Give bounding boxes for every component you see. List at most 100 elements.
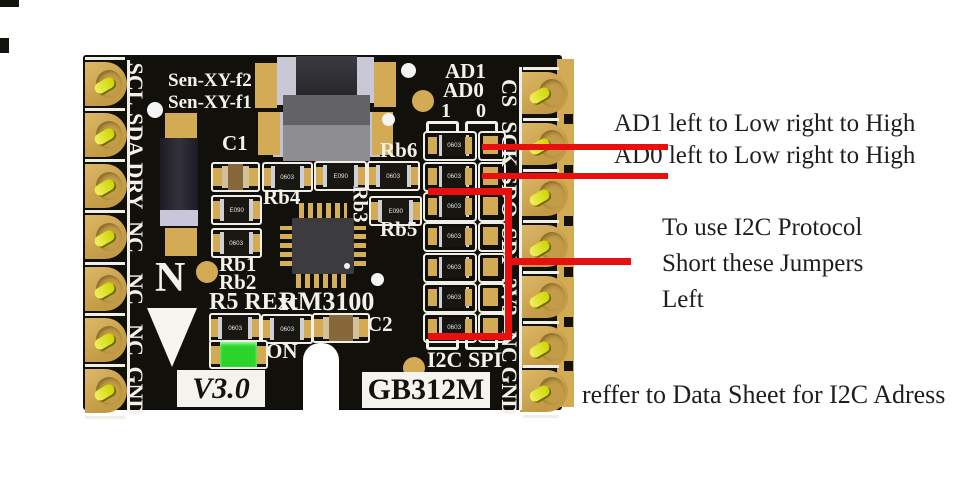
castellation-notch <box>564 361 573 371</box>
pin-left-scl-0 <box>85 62 127 106</box>
jumper-pad <box>483 227 498 245</box>
res-end <box>218 316 222 340</box>
jumper-pad <box>483 197 498 215</box>
resistor-0603: 0603 <box>209 313 261 343</box>
pin-right-cs-0 <box>520 72 568 114</box>
jumper-row-left-group: 0603 <box>423 313 477 343</box>
cap-end <box>243 165 249 189</box>
res-end <box>300 317 304 341</box>
solder-pad <box>253 200 260 220</box>
pin-separator <box>85 416 125 419</box>
i2c-bracket-top <box>428 188 512 195</box>
marking: 0603 <box>386 172 401 180</box>
solder-pad <box>359 318 368 338</box>
marking: E090 <box>388 207 403 215</box>
via-dot <box>371 273 384 286</box>
via-dot <box>147 102 163 118</box>
silk-c2: C2 <box>367 312 393 336</box>
via-dot <box>401 63 416 78</box>
res-end <box>376 164 380 188</box>
cap-pad <box>255 63 277 108</box>
cap-pad <box>374 62 396 107</box>
silk-sen-xy-f2: Sen-XY-f2 <box>168 70 252 91</box>
cap-end <box>353 316 359 340</box>
capacitor <box>211 162 260 192</box>
marking: 0603 <box>447 203 461 210</box>
solder-pad <box>411 166 418 186</box>
silk-north: N <box>155 255 186 301</box>
note-datasheet: reffer to Data Sheet for I2C Adress <box>582 380 946 409</box>
silk-ad0: AD0 <box>443 78 484 102</box>
led-die <box>220 342 257 367</box>
sensor-body <box>283 95 370 161</box>
res-end <box>409 199 413 223</box>
jumper-bracket <box>426 121 459 132</box>
jumper-row-left-group: 0603 <box>423 253 477 283</box>
silk-line-vertical <box>127 60 130 410</box>
silk-rb6: Rb6 <box>380 138 418 162</box>
jumper-pad <box>465 198 472 215</box>
pin-separator <box>523 321 559 324</box>
resistor-0603: 0603 <box>261 314 313 344</box>
component-body: E090 <box>224 197 249 223</box>
silk-rb3: Rb3 <box>348 185 373 223</box>
edge-artifact <box>0 38 9 53</box>
coil-body <box>160 138 198 212</box>
solder-pad <box>257 345 266 364</box>
resistor-0603: E090 <box>314 161 367 191</box>
jumper-pad <box>428 168 437 185</box>
component-body: 0603 <box>224 230 249 256</box>
jumper-pad <box>465 228 472 245</box>
ic-pins-right <box>352 226 366 266</box>
capacitor <box>312 313 370 343</box>
solder-pad <box>304 167 311 187</box>
jumper-pad <box>465 137 472 154</box>
pin-separator <box>85 313 125 316</box>
resistor-0603: 0603 <box>211 228 262 258</box>
silk-rm3100: RM3100 <box>279 287 375 316</box>
marking: 0603 <box>447 264 461 271</box>
cap-end <box>222 165 228 189</box>
solder-pad <box>252 318 259 338</box>
castellation-notch <box>564 267 573 277</box>
pin-separator <box>523 271 559 274</box>
marking: 0603 <box>228 324 242 332</box>
board-notch <box>303 343 339 410</box>
model-text: GB312M <box>367 373 485 406</box>
marking: 0603 <box>447 233 461 240</box>
power-led <box>209 340 268 369</box>
pin-left-nc-3 <box>85 215 127 259</box>
pointer-line-ad1 <box>482 144 668 150</box>
note-i2c-line3: Left <box>662 286 704 313</box>
component-body: 0603 <box>275 164 300 190</box>
jumper-pad <box>428 198 437 215</box>
silk-on: ON <box>266 339 298 363</box>
res-end <box>378 199 382 223</box>
res-end <box>249 198 253 222</box>
marking: 0603 <box>280 173 295 181</box>
resistor-0603: 0603 <box>367 161 420 191</box>
solder-pad <box>369 166 376 186</box>
cap-terminal <box>357 57 374 103</box>
solder-pad <box>316 166 323 186</box>
pin-separator <box>523 169 559 172</box>
pin-separator <box>85 364 125 367</box>
pin-right-sdo-2 <box>520 174 568 216</box>
ic-pins-left <box>280 226 294 266</box>
res-end <box>248 316 252 340</box>
res-end <box>220 231 224 255</box>
jumper-row-right-pad <box>478 283 506 313</box>
res-end <box>270 317 274 341</box>
jumper-pad <box>465 319 472 336</box>
component-body: 0603 <box>274 316 300 342</box>
pin-left-gnd-6 <box>85 369 127 413</box>
version-box: V3.0 <box>177 370 265 407</box>
pin-left-dry-2 <box>85 164 127 208</box>
silk-i2c-spi: I2C SPI <box>427 347 503 372</box>
jumper-pad <box>465 259 472 276</box>
castellation-notch <box>564 216 573 226</box>
solder-pad <box>249 167 258 187</box>
solder-pad <box>213 200 220 220</box>
pad <box>258 112 280 155</box>
